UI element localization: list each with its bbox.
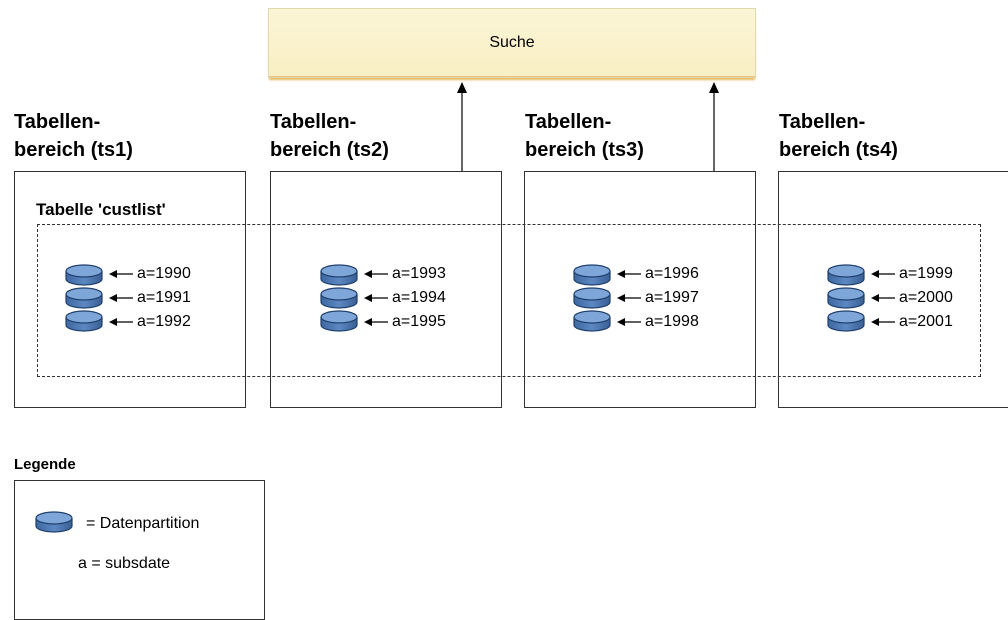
partition-label: a=1998 [645,313,699,330]
arrow-left-icon [870,317,896,327]
tablespace-title-ts2: Tabellen-bereich (ts2) [270,111,389,161]
partition-stack-ts1 [65,264,134,332]
table-label: Tabelle 'custlist' [36,200,166,219]
tablespace-box-ts4 [778,171,1008,408]
arrow-left-icon [108,269,134,279]
legend-title: Legende [14,456,76,473]
diagram-graphics [35,82,896,533]
tablespace-title-ts1: Tabellen-bereich (ts1) [14,111,133,161]
database-icon [320,287,358,309]
partition-label: a=1993 [392,265,446,282]
partition-label: a=1991 [137,289,191,306]
partition-label: a=2000 [899,289,953,306]
database-icon [827,310,865,332]
database-icon [65,264,103,286]
tablespace-box-ts2 [270,171,502,408]
search-label: Suche [489,34,535,51]
legend-partition-text: = Datenpartition [86,515,200,532]
database-icon [573,310,611,332]
arrow-left-icon [616,269,642,279]
database-icon [65,287,103,309]
partition-stack-ts3 [573,264,642,332]
partition-label: a=1996 [645,265,699,282]
arrow-left-icon [616,317,642,327]
legend-key-text: a = subsdate [78,555,171,572]
partition-label: a=1992 [137,313,191,330]
tablespace-box-ts3 [524,171,756,408]
tablespace-title-ts4: Tabellen-bereich (ts4) [779,111,898,161]
arrow-ts3-to-search [709,82,719,171]
database-icon [65,310,103,332]
arrow-left-icon [363,269,389,279]
partition-stack-ts2 [320,264,389,332]
partition-stack-ts4 [827,264,896,332]
partition-label: a=2001 [899,313,953,330]
partition-label: a=1997 [645,289,699,306]
partition-label: a=1995 [392,313,446,330]
partition-label: a=1999 [899,265,953,282]
database-icon [827,264,865,286]
arrow-left-icon [616,293,642,303]
tablespace-box-ts1 [14,171,246,408]
tablespace-title-ts3: Tabellen-bereich (ts3) [525,111,644,161]
arrow-ts2-to-search [457,82,467,171]
database-icon [320,310,358,332]
arrow-left-icon [363,317,389,327]
table-frame [37,224,981,377]
database-icon [573,287,611,309]
database-icon [320,264,358,286]
arrow-left-icon [108,293,134,303]
search-box: Suche [268,8,756,78]
legend-box [14,480,265,620]
partition-label: a=1990 [137,265,191,282]
database-icon [827,287,865,309]
arrow-left-icon [108,317,134,327]
legend-database-icon [35,511,73,533]
database-icon [573,264,611,286]
arrow-left-icon [870,269,896,279]
arrow-left-icon [363,293,389,303]
partition-label: a=1994 [392,289,446,306]
arrow-left-icon [870,293,896,303]
